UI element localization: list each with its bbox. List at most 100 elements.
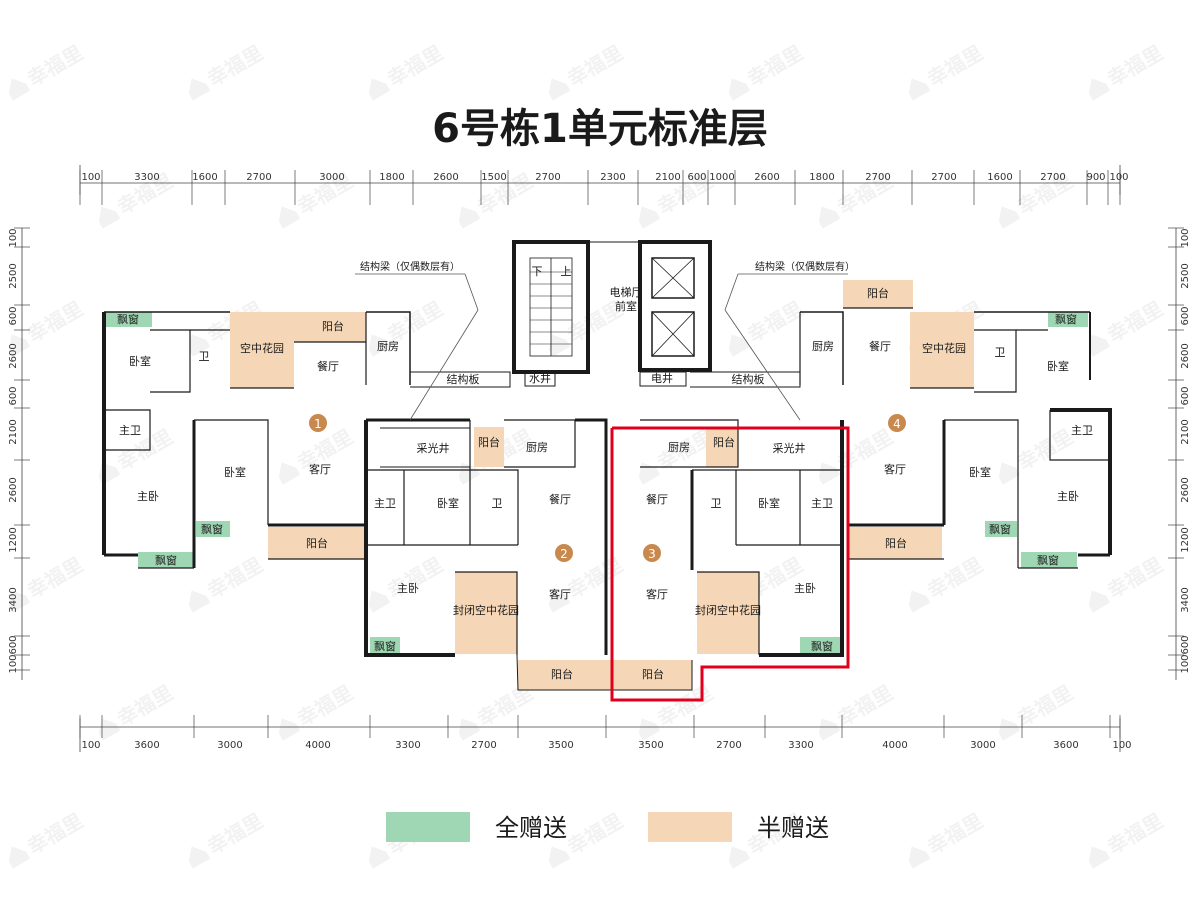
room-label-sky-garden: 空中花园	[922, 341, 966, 355]
bay-window-area	[138, 552, 194, 568]
svg-text:幸福里: 幸福里	[1103, 552, 1167, 603]
svg-text:幸福里: 幸福里	[743, 40, 807, 91]
dimension-right-label: 600	[1180, 306, 1191, 325]
electric-well-label: 电井	[651, 371, 673, 385]
room-label-master-bedroom: 主卧	[1057, 490, 1079, 503]
dimension-top-label: 2700	[931, 172, 956, 183]
balcony-area	[843, 280, 913, 308]
dimension-top-label: 100	[81, 172, 100, 183]
room-label-master-bedroom: 主卧	[137, 490, 159, 503]
svg-text:幸福里: 幸福里	[1013, 680, 1077, 731]
dimension-right-label: 1200	[1180, 527, 1191, 552]
watermark: 幸福里	[1088, 40, 1167, 101]
room-label-master-bath: 主卫	[119, 424, 141, 437]
watermark: 幸福里	[8, 808, 87, 869]
gift-areas	[104, 280, 1088, 690]
water-well-label: 水井	[529, 371, 551, 385]
svg-text:幸福里: 幸福里	[1103, 40, 1167, 91]
room-label-living: 客厅	[884, 462, 906, 476]
dimension-left-label: 2600	[8, 343, 19, 368]
watermark: 幸福里	[818, 424, 897, 485]
room-label-dining: 餐厅	[869, 339, 891, 353]
room-label-bedroom: 卧室	[437, 496, 459, 510]
elevator-hall-label: 电梯厅	[610, 286, 643, 299]
room-label-bedroom: 卧室	[224, 465, 246, 479]
svg-text:幸福里: 幸福里	[923, 808, 987, 859]
svg-text:幸福里: 幸福里	[23, 296, 87, 347]
balcony-area	[474, 427, 504, 467]
svg-text:幸福里: 幸福里	[23, 552, 87, 603]
plan-title: 6号栋1单元标准层	[432, 106, 768, 152]
svg-text:幸福里: 幸福里	[203, 552, 267, 603]
svg-text:幸福里: 幸福里	[1103, 808, 1167, 859]
room-label-bay-window: 飘窗	[989, 522, 1011, 536]
room-label-bath: 卫	[711, 497, 722, 510]
balcony-area	[268, 527, 366, 559]
balcony-area	[518, 660, 606, 690]
dimension-left-label: 3400	[8, 587, 19, 612]
room-label-bedroom: 卧室	[129, 354, 151, 368]
dimension-top-label: 2700	[535, 172, 560, 183]
watermark: 幸福里	[908, 40, 987, 101]
room-label-kitchen: 厨房	[668, 441, 690, 454]
dimension-top-label: 100	[1109, 172, 1128, 183]
room-label-master-bath: 主卫	[811, 497, 833, 510]
walls	[102, 240, 1112, 691]
dimension-bottom-label: 3000	[970, 740, 995, 751]
room-label-master-bath: 主卫	[1071, 424, 1093, 437]
room-label-dining: 餐厅	[317, 359, 339, 373]
dimension-bottom-label: 3600	[1053, 740, 1078, 751]
watermark: 幸福里	[998, 680, 1077, 741]
dimension-top-label: 2700	[246, 172, 271, 183]
room-label-kitchen: 厨房	[377, 340, 399, 353]
watermark: 幸福里	[278, 680, 357, 741]
room-label-balcony: 阳台	[306, 536, 328, 550]
watermark: 幸福里	[548, 40, 627, 101]
sky-garden-area	[910, 312, 974, 388]
watermark: 幸福里	[188, 40, 267, 101]
dimension-right-label: 2600	[1180, 477, 1191, 502]
dimension-top-label: 1500	[481, 172, 506, 183]
dimension-top-label: 2600	[433, 172, 458, 183]
legend-swatch-half-gift	[648, 812, 732, 842]
svg-text:幸福里: 幸福里	[1103, 296, 1167, 347]
beam-leaders	[355, 273, 848, 421]
unit-marker-1: 1	[309, 414, 327, 432]
room-label-bay-window: 飘窗	[155, 553, 177, 567]
dimension-right-label: 600	[1180, 386, 1191, 405]
balcony-area	[706, 427, 738, 467]
balcony-area	[294, 312, 366, 342]
dimension-top-label: 1600	[987, 172, 1012, 183]
watermark: 幸福里	[368, 40, 447, 101]
dimension-left-label: 600	[8, 386, 19, 405]
room-label-bedroom: 卧室	[1047, 359, 1069, 373]
room-label-kitchen: 厨房	[812, 340, 834, 353]
watermark: 幸福里	[908, 552, 987, 613]
dimension-left-label: 100	[8, 228, 19, 247]
watermark: 幸福里	[818, 680, 897, 741]
watermark: 幸福里	[278, 424, 357, 485]
svg-text:1: 1	[314, 417, 322, 431]
closed-sky-garden-area	[455, 572, 517, 654]
watermark: 幸福里	[98, 680, 177, 741]
dimension-bottom-label: 3500	[638, 740, 663, 751]
dimension-left-label: 2100	[8, 419, 19, 444]
room-labels: 飘窗 卧室 卫 空中花园 阳台 厨房 餐厅 主卫 卧室 客厅 主卧 飘窗 飘窗 …	[117, 260, 1093, 681]
watermark: 幸福里	[638, 424, 717, 485]
structure-beam-label: 结构梁（仅偶数层有）	[360, 260, 460, 273]
dimension-top-label: 3000	[319, 172, 344, 183]
room-label-balcony: 阳台	[713, 435, 735, 449]
legend-label-half-gift: 半赠送	[757, 814, 829, 842]
svg-text:幸福里: 幸福里	[743, 296, 807, 347]
room-label-bay-window: 飘窗	[201, 522, 223, 536]
room-label-balcony: 阳台	[551, 667, 573, 681]
dimension-bottom-label: 3300	[788, 740, 813, 751]
bay-window-area	[370, 637, 400, 654]
stair-down-label: 下	[532, 265, 543, 278]
watermark: 幸福里	[908, 808, 987, 869]
svg-text:幸福里: 幸福里	[563, 40, 627, 91]
dimension-left-label: 2600	[8, 477, 19, 502]
